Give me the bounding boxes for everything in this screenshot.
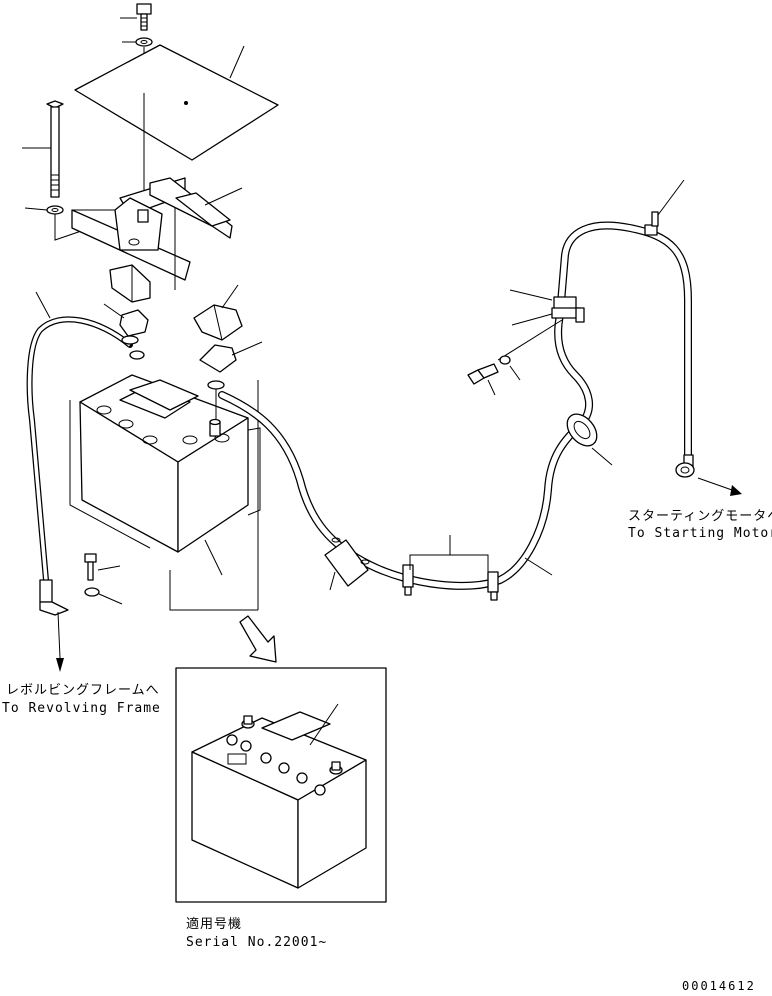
revolving-frame-label-jp: レボルビングフレームへ [6, 683, 160, 698]
positive-cable [218, 221, 692, 590]
bottom-bolt [84, 553, 121, 581]
serial-label-jp: 適用号機 [186, 916, 242, 932]
cable-clamp-b [487, 571, 499, 601]
detail-arrow [239, 615, 277, 663]
terminal-clamp-left [103, 303, 149, 337]
hold-down-rod [22, 100, 64, 198]
bottom-washer [84, 587, 123, 605]
clamp-washer [499, 355, 521, 381]
drawing-number: 00014612 [682, 979, 756, 993]
detail-box [175, 667, 387, 903]
terminal-cap-left [109, 264, 151, 303]
top-bolt [120, 3, 152, 31]
riser-clamp [509, 289, 585, 326]
detail-leader [169, 570, 258, 611]
battery [69, 374, 261, 576]
protective-tube [324, 539, 369, 591]
top-washer [122, 37, 153, 47]
rod-washer [24, 205, 64, 215]
side-bracket [149, 177, 243, 239]
clamp-bolt [467, 363, 499, 396]
starting-motor-label-en: To Starting Motor [628, 526, 772, 541]
ground-cable [26, 291, 145, 616]
cable-clamp-a [402, 564, 414, 596]
terminal-clamp-right [199, 341, 263, 373]
revolving-frame-label-en: To Revolving Frame [2, 701, 161, 716]
starting-motor-label-jp: スターティングモータへ [628, 509, 772, 524]
serial-label-en: Serial No.22001~ [186, 935, 327, 950]
top-clamp [644, 179, 685, 236]
terminal-cap-right [193, 284, 243, 341]
cover-plate [74, 44, 279, 161]
grommet [566, 413, 613, 466]
